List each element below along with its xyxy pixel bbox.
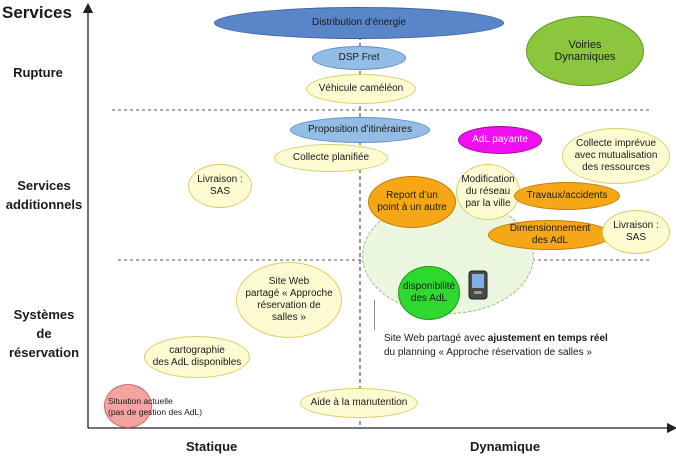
bubble-aide-manutention: Aide à la manutention	[300, 388, 418, 418]
row-label-rupture: Rupture	[13, 65, 63, 80]
note-line2: du planning « Approche réservation de sa…	[384, 347, 592, 358]
bubble-situation-actuelle-marker	[104, 384, 152, 428]
bubble-cartographie: cartographie des AdL disponibles	[144, 336, 250, 378]
bubble-livraison-sas-left: Livraison : SAS	[188, 164, 252, 208]
bubble-vehicule-cameleon: Véhicule caméléon	[306, 74, 416, 104]
bubble-proposition-itineraires: Proposition d’itinéraires	[290, 117, 430, 143]
bubble-adl-payante: AdL payante	[458, 126, 542, 154]
bubble-livraison-sas-right: Livraison : SAS	[602, 210, 670, 254]
bubble-collecte-planifiee: Collecte planifiée	[274, 144, 388, 172]
note-site-web-temps-reel: Site Web partagé avec ajustement en temp…	[384, 332, 608, 360]
note-connector	[374, 300, 376, 330]
y-axis-title: Services	[2, 3, 72, 22]
row-label-services-additionnels: Services additionnels	[5, 178, 83, 212]
bubble-site-web-partage: Site Web partagé « Approche réservation …	[236, 262, 342, 338]
note-bold: ajustement en temps réel	[487, 333, 608, 344]
bubble-distribution-energie: Distribution d’énergie	[214, 7, 504, 39]
bubble-dsp-fret: DSP Fret	[312, 46, 406, 70]
bubble-report-point: Report d’un point à un autre	[368, 176, 456, 228]
bubble-modification-reseau: Modification du réseau par la ville	[456, 164, 520, 220]
mobile-device-icon	[468, 270, 488, 300]
note-prefix: Site Web partagé avec	[384, 333, 488, 344]
bubble-voiries-dynamiques: Voiries Dynamiques	[526, 16, 644, 86]
x-label-statique: Statique	[186, 439, 238, 454]
bubble-collecte-imprevue: Collecte imprévue avec mutualisation des…	[562, 128, 670, 184]
row-label-systemes-reservation: Systèmes de réservation	[8, 307, 80, 360]
situation-actuelle-label: Situation actuelle (pas de gestion des A…	[108, 396, 203, 417]
bubble-dimensionnement-adl: Dimensionnement des AdL	[488, 220, 612, 250]
bubble-travaux-accidents: Travaux/accidents	[514, 182, 620, 210]
x-label-dynamique: Dynamique	[470, 439, 541, 454]
bubble-disponibilite-adl: disponibilité des AdL	[398, 266, 460, 320]
